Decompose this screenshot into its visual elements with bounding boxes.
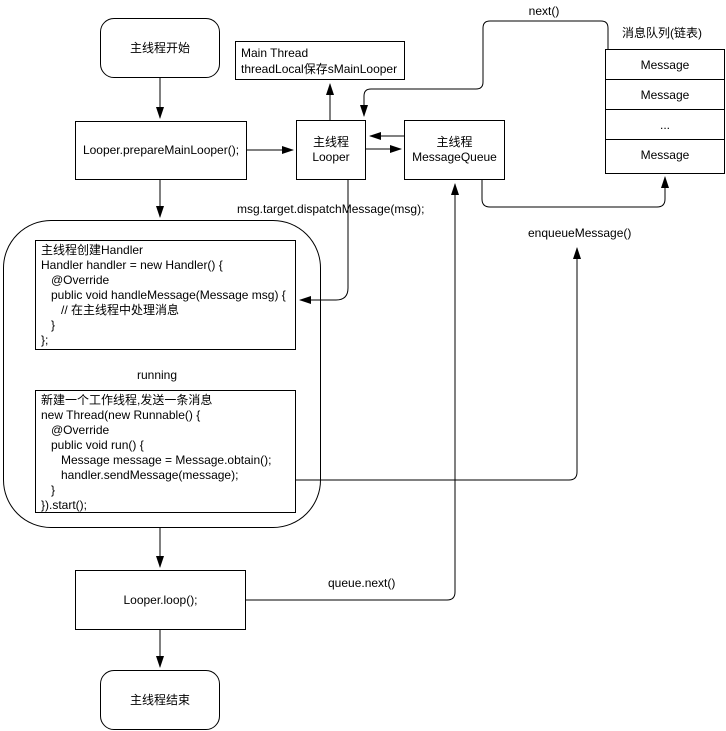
node-looper-loop: Looper.loop(); [75,570,246,630]
message-item: Message [606,80,724,110]
message-queue-list: Message Message ... Message [605,49,725,174]
label-queue-title: 消息队列(链表) [622,26,702,40]
label-enqueue-message: enqueueMessage() [528,226,632,240]
node-main-thread-messagequeue: 主线程 MessageQueue [404,120,505,180]
label-queue-next: queue.next() [328,576,396,590]
label-dispatch-message: msg.target.dispatchMessage(msg); [237,202,425,216]
label-next: next() [528,4,560,18]
node-main-thread-start: 主线程开始 [100,18,220,78]
node-prepare-main-looper: Looper.prepareMainLooper(); [75,121,247,180]
edge-sendmessage-to-enqueue [296,247,581,481]
edge-messagequeue-to-list-tail [481,176,669,208]
node-main-thread-threadlocal: Main Thread threadLocal保存sMainLooper [235,41,405,80]
node-main-thread-looper: 主线程 Looper [296,120,366,180]
message-item: Message [606,50,724,80]
worker-thread-code-box: 新建一个工作线程,发送一条消息 new Thread(new Runnable(… [35,390,296,513]
message-item: Message [606,140,724,170]
node-main-thread-end: 主线程结束 [100,670,220,730]
message-item-ellipsis: ... [606,110,724,140]
handler-code-box: 主线程创建Handler Handler handler = new Handl… [35,240,296,350]
